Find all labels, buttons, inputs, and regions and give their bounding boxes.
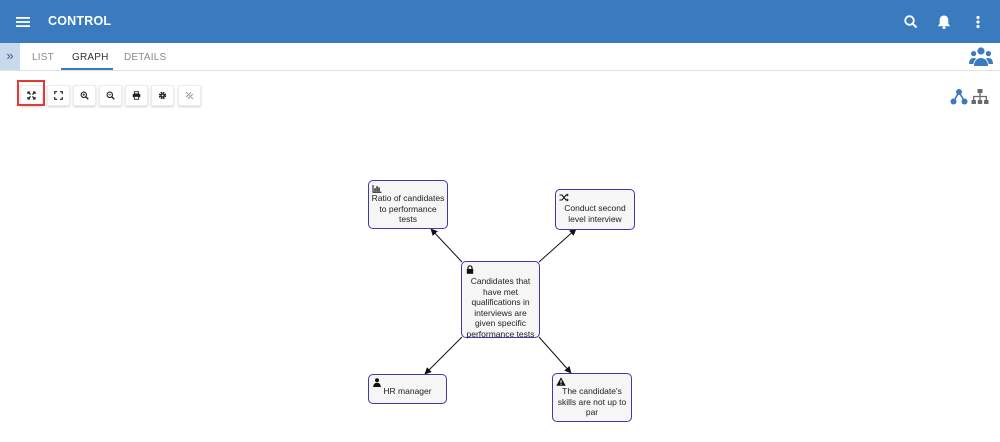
- network-layout-icon[interactable]: [950, 88, 968, 106]
- tab-bar: » LIST GRAPH DETAILS: [0, 43, 1000, 71]
- bar-chart-icon: [372, 185, 382, 193]
- selected-tool-highlight: [17, 80, 45, 106]
- users-group-icon[interactable]: [969, 46, 993, 68]
- tab-details[interactable]: DETAILS: [124, 52, 167, 63]
- fullscreen-button[interactable]: [47, 85, 70, 106]
- edge-to-hr-manager-node: [424, 336, 463, 375]
- menu-icon[interactable]: [12, 11, 34, 33]
- print-button[interactable]: [125, 85, 148, 106]
- ratio-node-label: Ratio of candidates to performance tests: [371, 193, 445, 224]
- search-icon[interactable]: [901, 11, 921, 33]
- hr-manager-node[interactable]: HR manager: [368, 374, 447, 404]
- warning-icon: [556, 377, 566, 386]
- settings-button[interactable]: [151, 85, 174, 106]
- bell-icon[interactable]: [934, 11, 954, 33]
- lock-icon: [466, 265, 474, 274]
- risk-node-label: The candidate's skills are not up to par: [557, 386, 627, 417]
- edge-to-interview-node: [538, 228, 577, 263]
- central-node[interactable]: Candidates that have met qualifications …: [461, 261, 540, 339]
- tab-graph[interactable]: GRAPH: [72, 52, 109, 63]
- edge-to-ratio-node: [430, 228, 463, 263]
- shuffle-icon: [559, 193, 569, 202]
- zoom-out-button[interactable]: [99, 85, 122, 106]
- hr-manager-node-label: HR manager: [383, 386, 432, 396]
- risk-node[interactable]: The candidate's skills are not up to par: [552, 373, 632, 422]
- edge-to-risk-node: [538, 336, 572, 374]
- fullscreen-icon: [54, 91, 63, 100]
- interview-node-label: Conduct second level interview: [564, 203, 626, 224]
- central-node-label: Candidates that have met qualifications …: [466, 276, 535, 339]
- more-vert-icon[interactable]: [968, 11, 988, 33]
- unlink-icon: [185, 91, 194, 100]
- tab-list[interactable]: LIST: [32, 52, 54, 63]
- zoom-out-icon: [106, 91, 115, 100]
- app-header: CONTROL: [0, 0, 1000, 43]
- zoom-in-button[interactable]: [73, 85, 96, 106]
- hierarchy-layout-icon[interactable]: [971, 88, 989, 106]
- active-tab-indicator: [61, 68, 113, 70]
- fit-to-screen-icon: [27, 91, 36, 100]
- interview-node[interactable]: Conduct second level interview: [555, 189, 635, 230]
- settings-icon: [158, 91, 167, 100]
- page-title: CONTROL: [48, 14, 112, 28]
- ratio-node[interactable]: Ratio of candidates to performance tests: [368, 180, 448, 229]
- expand-panel-icon[interactable]: »: [0, 43, 20, 70]
- unlink-button[interactable]: [178, 85, 201, 106]
- print-icon: [132, 91, 141, 100]
- person-icon: [373, 378, 381, 387]
- zoom-in-icon: [80, 91, 89, 100]
